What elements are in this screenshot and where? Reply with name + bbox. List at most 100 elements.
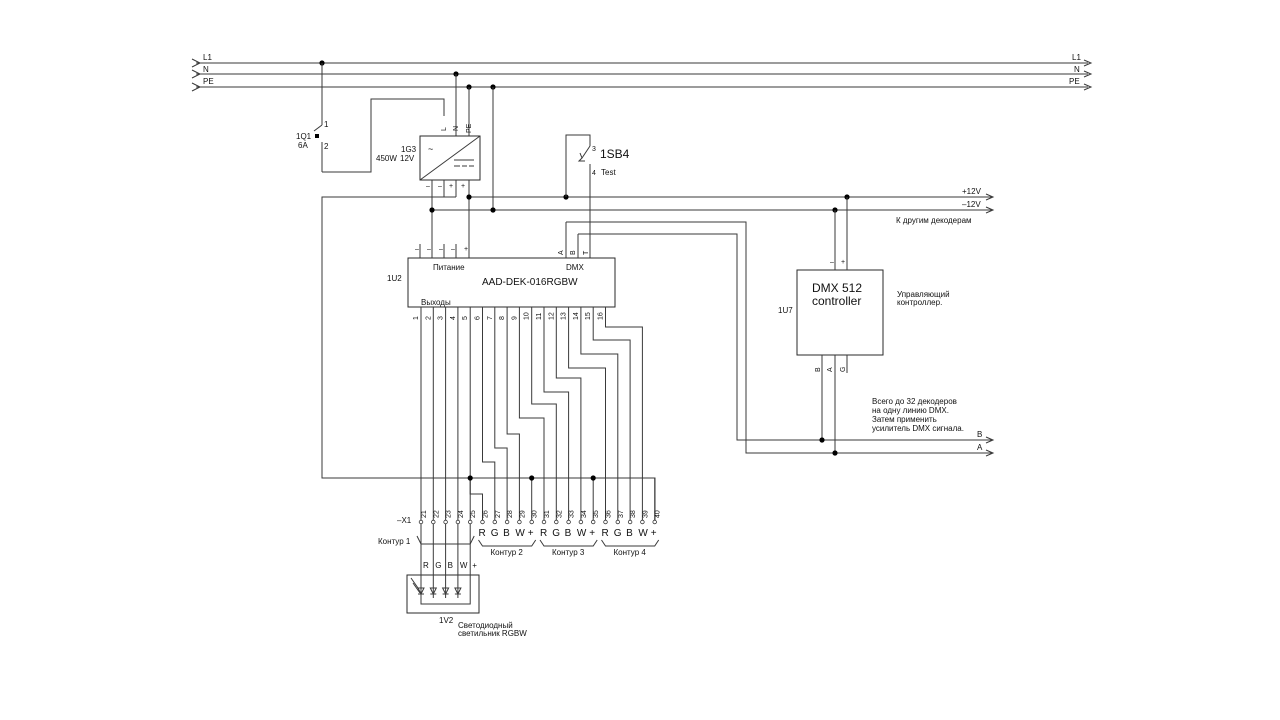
output-wire bbox=[543, 307, 570, 520]
terminal-pin bbox=[480, 519, 485, 525]
led-icon bbox=[441, 587, 450, 596]
light-emission-icon bbox=[412, 582, 421, 594]
controller-desc-line1: Управляющий bbox=[897, 290, 950, 299]
psu-out-pin: – bbox=[438, 183, 442, 190]
decoder-power-pins: ––––+ bbox=[415, 244, 470, 258]
decoder-box bbox=[407, 257, 616, 308]
led-icon bbox=[417, 587, 425, 596]
terminal-pin-number: 36 bbox=[606, 510, 613, 518]
controller-pin-plus: + bbox=[841, 259, 845, 266]
controller-ref: 1U7 bbox=[778, 306, 793, 315]
terminal-pin bbox=[529, 519, 534, 525]
terminal-pin bbox=[627, 519, 633, 525]
light-emission-icon bbox=[410, 577, 419, 589]
bus-pe-in-arrow-icon bbox=[191, 82, 202, 92]
decoder-dmx-pin-b: B bbox=[570, 250, 577, 255]
group-channel-label: R bbox=[479, 528, 486, 539]
controller-desc-line2: контроллер. bbox=[897, 298, 942, 307]
luminaire-channel-label: + bbox=[472, 561, 477, 570]
luminaire-channel-label: B bbox=[448, 561, 453, 570]
decoder-power-pin-label: – bbox=[439, 246, 443, 253]
terminal-pin bbox=[541, 519, 547, 525]
terminal-pin bbox=[591, 519, 596, 525]
dmx-note-line: Затем применить bbox=[872, 415, 937, 424]
dmx-a-label: A bbox=[977, 443, 983, 452]
luminaire-channel-label: W bbox=[460, 561, 468, 570]
button-pin4: 4 bbox=[592, 170, 596, 177]
decoder-output-pin-label: 6 bbox=[475, 316, 482, 320]
decoder-output-pin-label: 10 bbox=[524, 312, 531, 320]
luminaire-desc-line2: светильник RGBW bbox=[458, 629, 527, 638]
terminal-pin bbox=[554, 519, 559, 525]
decoder-output-pin-label: 13 bbox=[561, 312, 568, 320]
decoder-output-pin-label: 9 bbox=[511, 316, 518, 320]
controller-title-line2: controller bbox=[812, 294, 861, 308]
terminal-ref: –X1 bbox=[397, 516, 412, 525]
decoder-output-pin-label: 2 bbox=[425, 316, 432, 320]
output-wire bbox=[555, 307, 582, 520]
decoder-power-label: Питание bbox=[433, 263, 465, 272]
group-channel-label: W bbox=[577, 528, 587, 539]
decoder-1u2: 1U2 AAD-DEK-016RGBW Питание DMX Выходы –… bbox=[387, 221, 992, 454]
psu-voltage: 12V bbox=[400, 154, 415, 163]
bus-pe-label-right: PE bbox=[1069, 77, 1080, 86]
terminal-pin bbox=[652, 519, 657, 525]
terminal-pin bbox=[603, 519, 608, 525]
terminal-pin bbox=[468, 519, 473, 525]
terminal-pin-number: 32 bbox=[556, 510, 563, 518]
controller-pin-b: B bbox=[815, 367, 822, 372]
output-wire bbox=[494, 307, 508, 520]
bus-n-in-arrow-icon bbox=[191, 69, 202, 79]
terminal-pin bbox=[418, 519, 424, 525]
decoder-dmx-label: DMX bbox=[566, 263, 584, 272]
breaker-1q1: 1 2 1Q1 6A bbox=[296, 60, 445, 173]
button-label: Test bbox=[601, 168, 616, 177]
output-wire bbox=[592, 307, 631, 520]
bus-l1-label-left: L1 bbox=[203, 53, 212, 62]
group-label: Контур 4 bbox=[614, 548, 647, 557]
terminal-pin-number: 21 bbox=[421, 510, 428, 518]
button-pin3: 3 bbox=[592, 146, 596, 153]
bus-n-out-arrow-icon bbox=[1083, 70, 1093, 78]
group-label: Контур 1 bbox=[378, 537, 411, 546]
breaker-trip-icon bbox=[315, 134, 319, 138]
terminal-pin bbox=[443, 519, 448, 525]
group-channel-label: + bbox=[528, 528, 534, 539]
button-actuator-icon bbox=[577, 152, 585, 162]
psu-out-pin: – bbox=[426, 183, 430, 190]
psu-ac-symbol: ~ bbox=[428, 144, 433, 154]
group-label: Контур 2 bbox=[491, 548, 524, 557]
decoder-ref: 1U2 bbox=[387, 274, 402, 283]
decoder-output-pin-label: 8 bbox=[499, 316, 506, 320]
breaker-pin2: 2 bbox=[324, 142, 329, 151]
terminal-pin-number: 38 bbox=[630, 510, 637, 518]
group-channel-label: R bbox=[540, 528, 547, 539]
terminal-pin-number: 29 bbox=[519, 510, 526, 518]
luminaire-ref: 1V2 bbox=[439, 616, 454, 625]
output-wire bbox=[605, 307, 643, 520]
group-brace bbox=[478, 539, 537, 547]
controller-pin-a: A bbox=[827, 367, 834, 372]
dmx-a-arrow-icon bbox=[985, 449, 995, 457]
luminaire-common bbox=[420, 575, 471, 605]
dmx-note-line: Всего до 32 декодеров bbox=[872, 397, 957, 406]
decoder-output-pin-label: 4 bbox=[450, 316, 457, 320]
terminal-pin-number: 40 bbox=[655, 510, 662, 518]
other-decoders-note: К другим декодерам bbox=[896, 216, 972, 225]
terminal-pin-number: 33 bbox=[569, 510, 576, 518]
decoder-output-pin-label: 16 bbox=[598, 312, 605, 320]
terminal-pin bbox=[566, 519, 571, 525]
group-channel-label: B bbox=[565, 528, 572, 539]
psu-out-pin: + bbox=[449, 183, 453, 190]
terminal-pin-number: 24 bbox=[458, 510, 465, 518]
decoder-output-pin-label: 7 bbox=[487, 316, 494, 320]
output-wire bbox=[531, 307, 557, 520]
terminal-pin bbox=[615, 519, 620, 525]
psu-power: 450W bbox=[376, 154, 397, 163]
psu-out-pin: + bbox=[461, 183, 465, 190]
decoder-dmx-pin-t: T bbox=[583, 250, 590, 255]
breaker-rating: 6A bbox=[298, 141, 308, 150]
terminal-pin bbox=[504, 519, 510, 525]
bus-plus12-arrow-icon bbox=[985, 193, 995, 201]
